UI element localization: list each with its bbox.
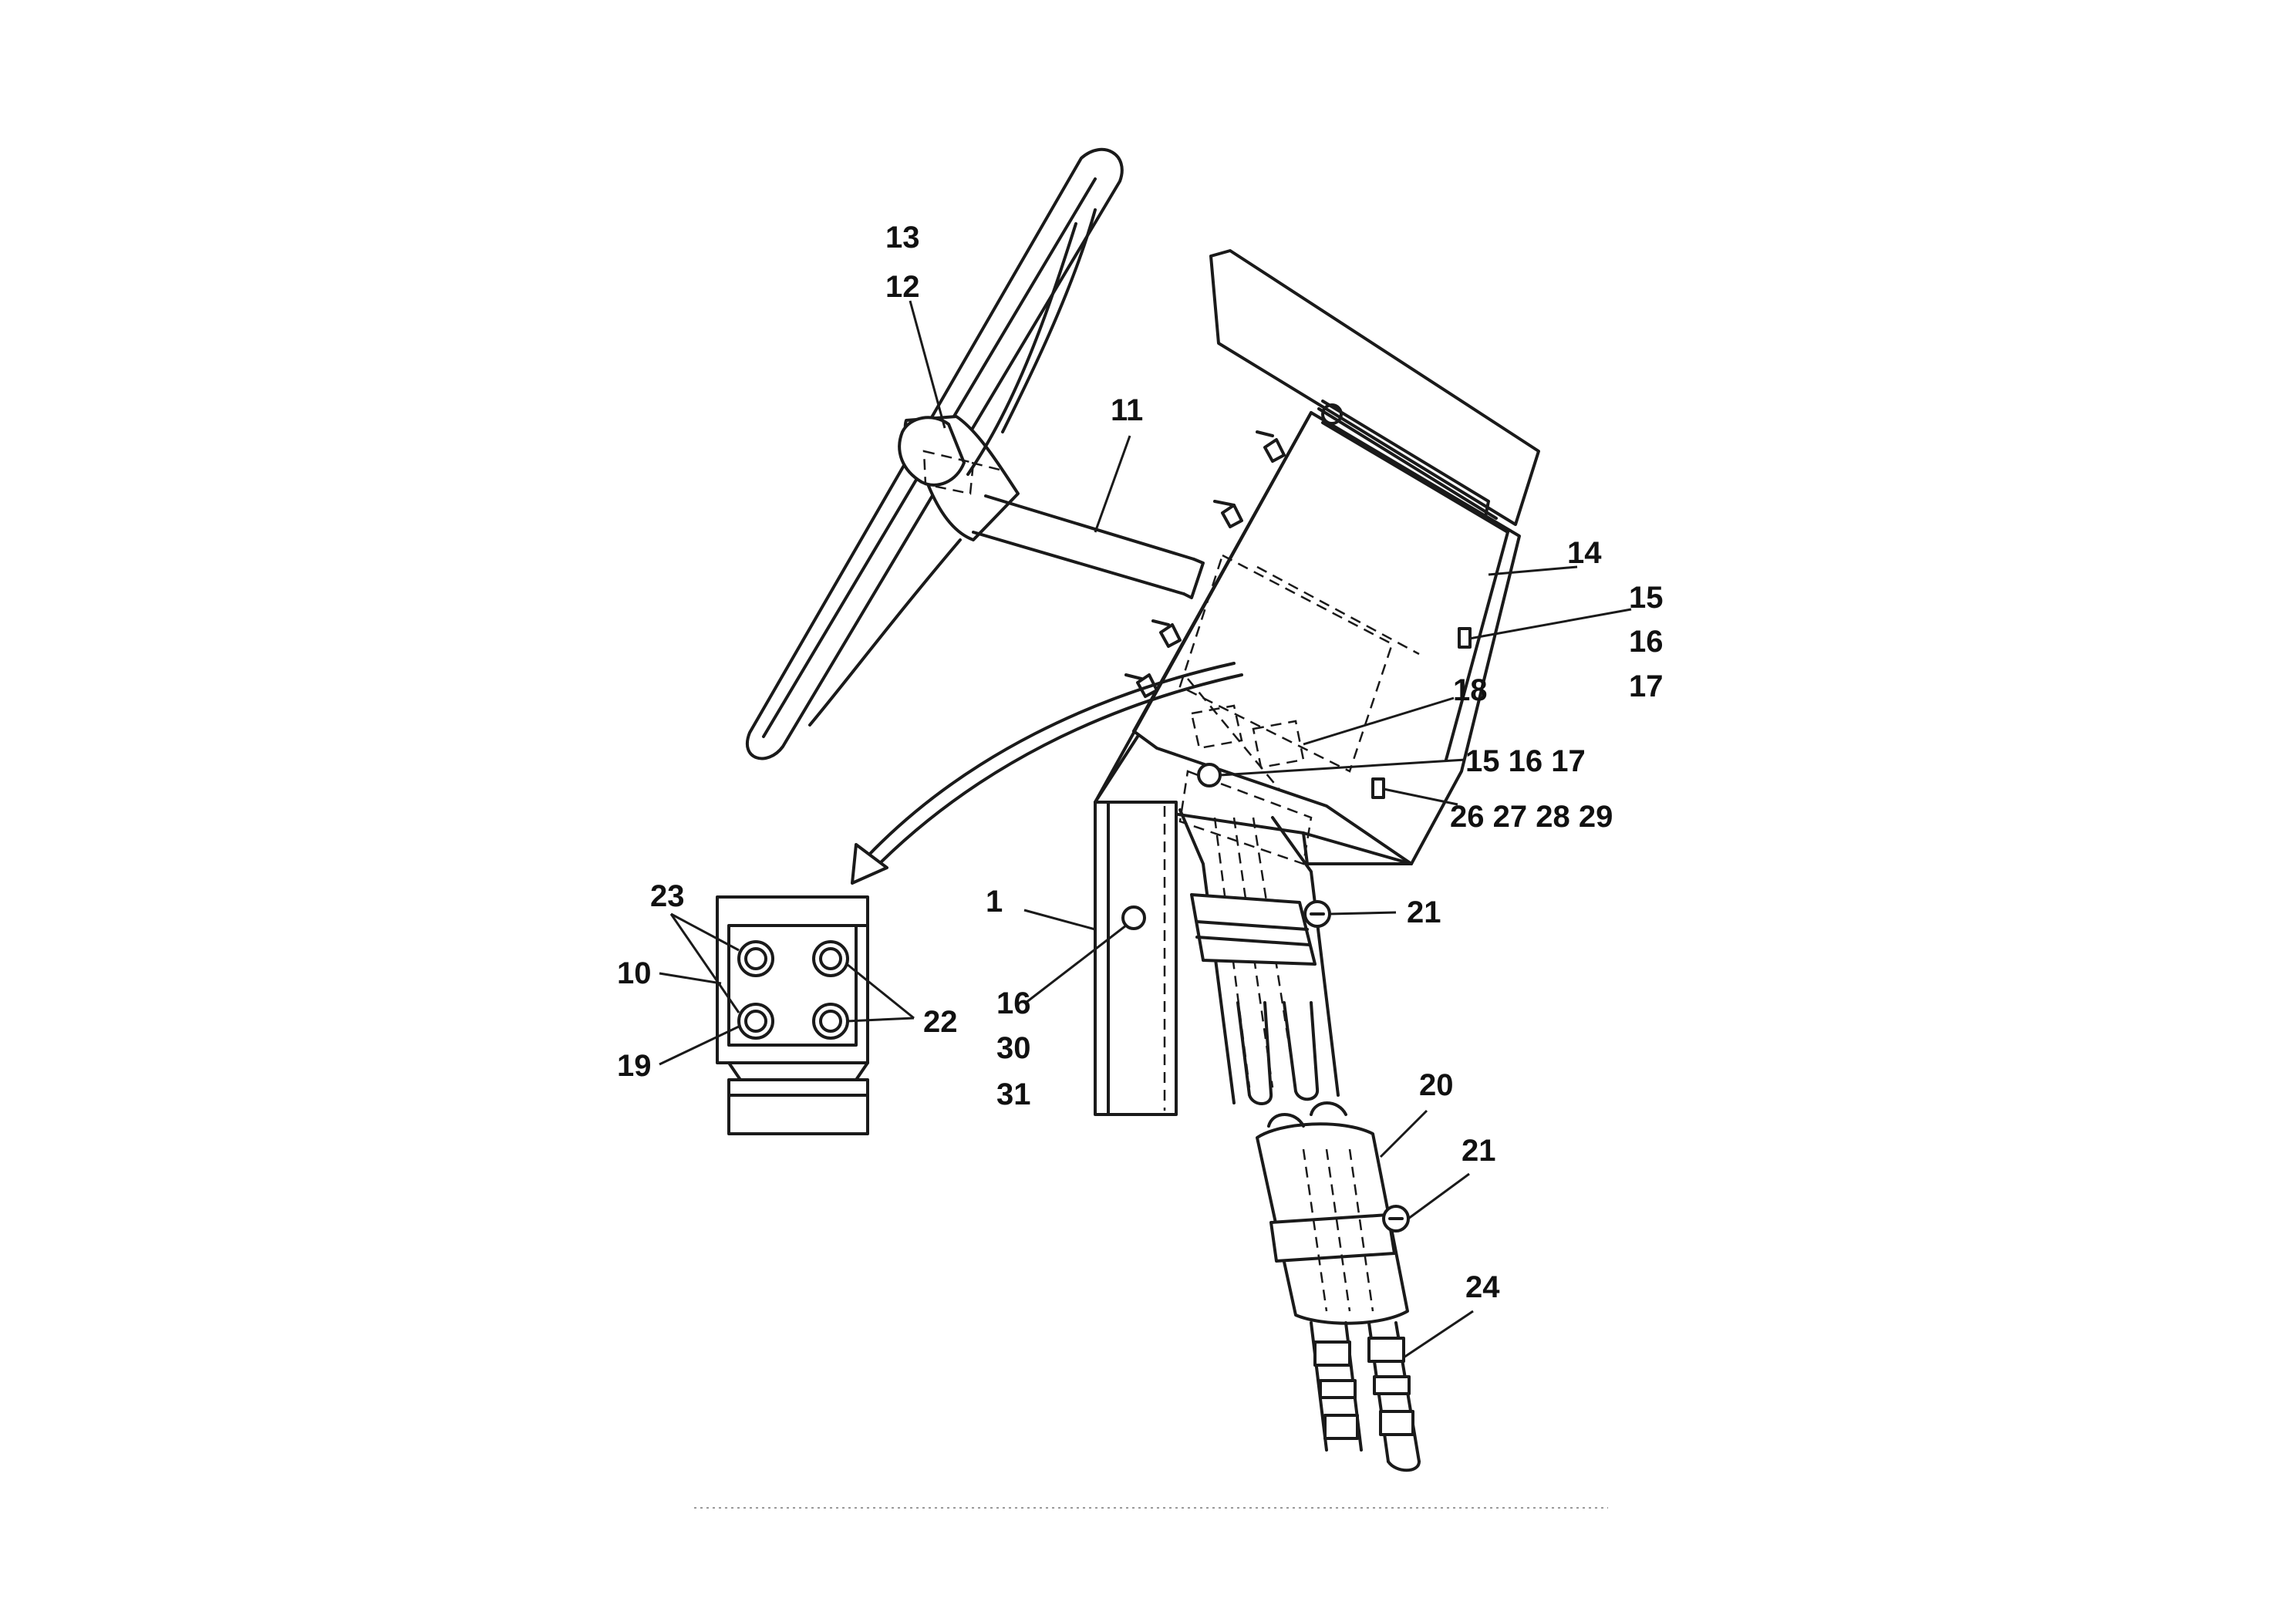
- callout-30: 30: [996, 1031, 1031, 1065]
- callout-14: 14: [1567, 536, 1602, 570]
- callout-15-16-17: 15 16 17: [1465, 744, 1586, 778]
- callout-16: 16: [1629, 625, 1664, 659]
- callout-26-27-28-29: 26 27 28 29: [1450, 800, 1613, 834]
- upper-hose-bundle: [1178, 808, 1340, 1105]
- hydraulic-lines: [1310, 1321, 1421, 1472]
- callout-15: 15: [1629, 581, 1664, 615]
- callout-18: 18: [1453, 673, 1488, 707]
- callout-19: 19: [617, 1049, 652, 1083]
- callout-20: 20: [1419, 1068, 1454, 1102]
- instrument-panel-cover: [1209, 249, 1540, 526]
- steering-post: [1094, 801, 1178, 1116]
- steering-console-housing: [1094, 411, 1521, 865]
- callout-13: 13: [885, 221, 920, 255]
- callout-10: 10: [617, 956, 652, 990]
- steering-shaft: [972, 494, 1205, 599]
- lower-hose-sleeve: [1256, 1101, 1410, 1325]
- detail-pointer-arrow: [851, 662, 1243, 885]
- callout-24: 24: [1465, 1270, 1500, 1304]
- detail-view-valve-block: [716, 895, 869, 1135]
- callout-22: 22: [923, 1005, 958, 1039]
- callout-17: 17: [1629, 669, 1664, 703]
- leader-lines: [659, 300, 1632, 1359]
- callout-23: 23: [650, 879, 685, 913]
- callout-11: 11: [1111, 393, 1143, 427]
- callout-labels: 13 12 11 14 15 16 17 18 15 16 17 26 27 2…: [617, 221, 1664, 1304]
- callout-12: 12: [885, 270, 920, 304]
- callout-21-upper: 21: [1407, 895, 1441, 929]
- callout-1: 1: [986, 885, 1003, 919]
- callout-31: 31: [996, 1077, 1031, 1111]
- steering-wheel: [746, 147, 1124, 760]
- callout-21-lower: 21: [1462, 1134, 1496, 1168]
- callout-16-post: 16: [996, 986, 1031, 1020]
